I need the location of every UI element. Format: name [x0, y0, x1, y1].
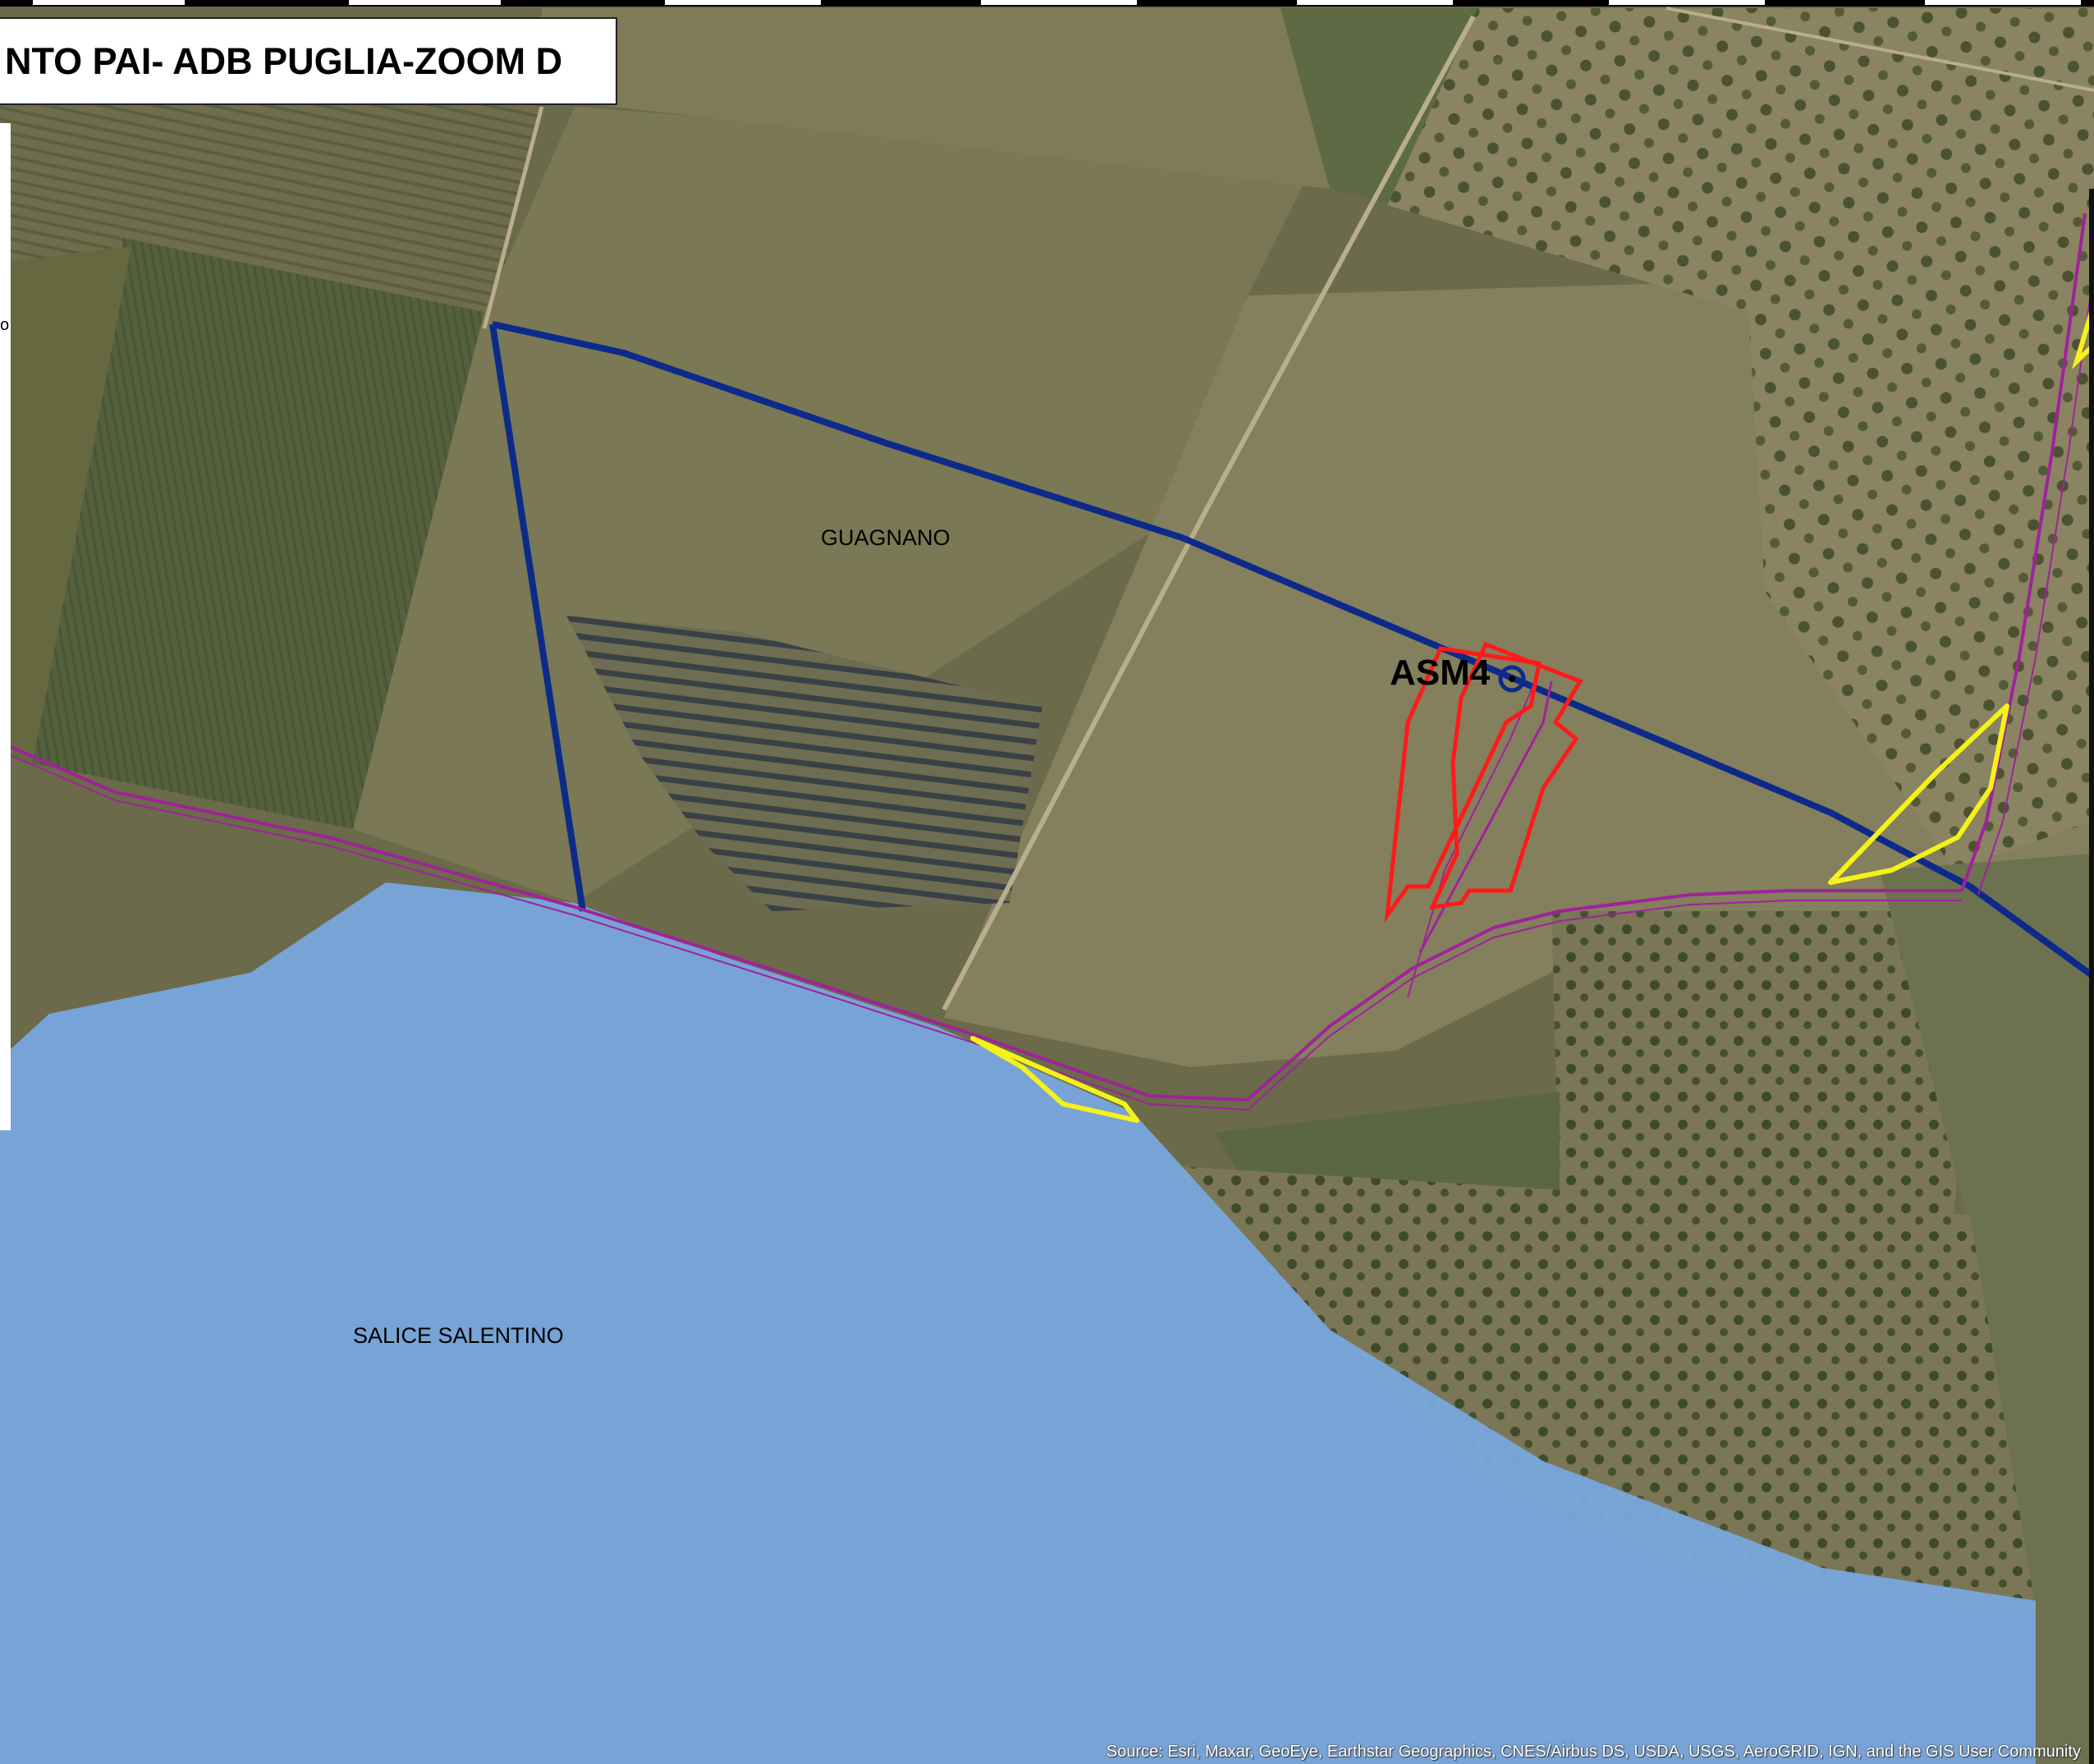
field-parcel	[1166, 1166, 2036, 1609]
cable-route-line	[1977, 270, 2094, 896]
road	[482, 106, 544, 329]
label-salice-salentino: SALICE SALENTINO	[353, 1323, 564, 1348]
field-parcel	[0, 246, 131, 763]
municipal-boundary-line	[492, 321, 2094, 980]
road	[1666, 7, 2094, 92]
left-panel-text: o	[0, 316, 10, 334]
left-legend-panel: o	[0, 123, 11, 1130]
field-parcel	[1387, 8, 2094, 328]
field-parcel	[1281, 8, 1478, 205]
cable-route-line	[10, 754, 1962, 1111]
ruler-segment	[349, 0, 501, 5]
label-site-asm4: ASM4	[1390, 653, 1491, 693]
label-guagnano: GUAGNANO	[821, 525, 951, 550]
road	[942, 15, 1476, 1011]
map-title: NTO PAI- ADB PUGLIA-ZOOM D	[0, 17, 617, 105]
field-parcel	[33, 238, 484, 829]
site-marker-dot	[1509, 676, 1515, 682]
field-parcel	[353, 107, 1313, 903]
right-frame	[2089, 189, 2094, 1764]
field-parcel	[1748, 296, 2094, 870]
cable-route-line	[10, 745, 1962, 1102]
field-parcel	[1551, 911, 1986, 1215]
hazard-area	[2071, 303, 2094, 369]
site-parcel	[1428, 641, 1583, 910]
risk-zone-area	[0, 882, 2036, 1764]
ruler-segment	[665, 0, 821, 5]
ruler-segment	[1297, 0, 1453, 5]
ruler-segment	[1609, 0, 1765, 5]
cable-route-line	[1960, 213, 2087, 891]
ruler-segment	[981, 0, 1137, 5]
field-parcel	[1880, 854, 2094, 1764]
ruler-segment	[33, 0, 185, 5]
municipal-boundary-line	[489, 323, 586, 912]
cable-route-line	[1418, 680, 1553, 953]
site-parcel	[1384, 646, 1542, 923]
map-attribution: Source: Esri, Maxar, GeoEye, Earthstar G…	[1106, 1743, 2081, 1761]
solar-panel-array	[566, 616, 1042, 911]
ruler-segment	[1925, 0, 2081, 5]
hazard-area	[1828, 703, 2009, 885]
field-parcel	[542, 8, 1330, 189]
hazard-area	[970, 1036, 1139, 1123]
site-marker-icon[interactable]	[1498, 665, 1526, 693]
